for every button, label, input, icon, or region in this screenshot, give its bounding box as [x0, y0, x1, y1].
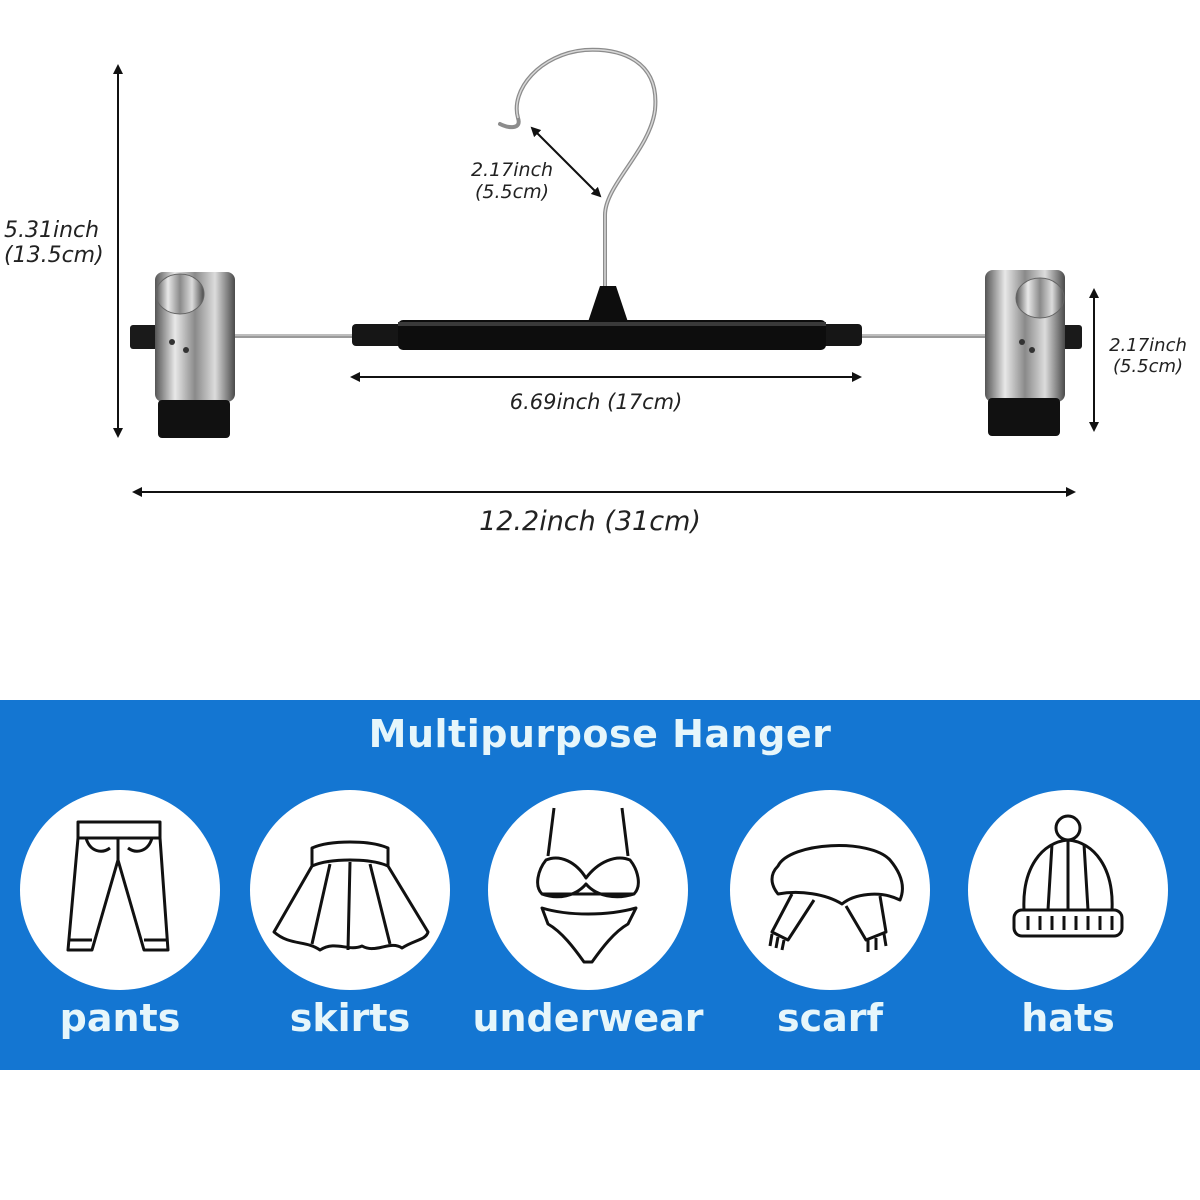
hat-icon [1012, 814, 1124, 938]
hook-dimension-label: 2.17inch (5.5cm) [462, 159, 562, 204]
use-skirts: skirts [240, 790, 460, 1060]
multipurpose-banner: Multipurpose Hanger pants [0, 700, 1200, 1070]
use-label-pants: pants [59, 996, 181, 1040]
hanger-bar [352, 286, 862, 350]
banner-title: Multipurpose Hanger [368, 712, 832, 756]
use-label-underwear: underwear [472, 996, 704, 1040]
underwear-circle [488, 790, 688, 990]
scarf-circle [730, 790, 930, 990]
use-underwear: underwear [472, 790, 704, 1060]
use-label-hats: hats [1021, 996, 1115, 1040]
height-dimension-label: 5.31inch (13.5cm) [4, 218, 104, 269]
hook-cm: (5.5cm) [475, 180, 549, 203]
clip-dimension-label: 2.17inch (5.5cm) [1100, 335, 1196, 377]
pants-circle [20, 790, 220, 990]
hook-arrow [530, 126, 602, 198]
left-clip [130, 272, 235, 438]
hats-circle [968, 790, 1168, 990]
underwear-icon [536, 807, 640, 964]
use-label-scarf: scarf [776, 996, 884, 1040]
pants-icon [66, 820, 170, 952]
hanger-diagram [113, 47, 1099, 497]
right-clip [985, 270, 1082, 436]
bar-size: 6.69inch (17cm) [509, 390, 683, 414]
total-width-dimension-label: 12.2inch (31cm) [440, 506, 740, 537]
scarf-icon [768, 844, 904, 952]
skirts-circle [250, 790, 450, 990]
skirt-icon [272, 840, 430, 952]
use-pants: pants [10, 790, 230, 1060]
height-cm: (13.5cm) [4, 243, 104, 269]
hook-inch: 2.17inch [470, 159, 554, 181]
clip-inch: 2.17inch [1109, 335, 1187, 356]
use-hats: hats [958, 790, 1178, 1060]
height-inch: 5.31inch [4, 218, 100, 243]
bar-dimension-label: 6.69inch (17cm) [446, 390, 746, 414]
clip-cm: (5.5cm) [1112, 355, 1184, 377]
use-label-skirts: skirts [289, 996, 411, 1040]
total-width-size: 12.2inch (31cm) [479, 506, 701, 537]
use-scarf: scarf [720, 790, 940, 1060]
